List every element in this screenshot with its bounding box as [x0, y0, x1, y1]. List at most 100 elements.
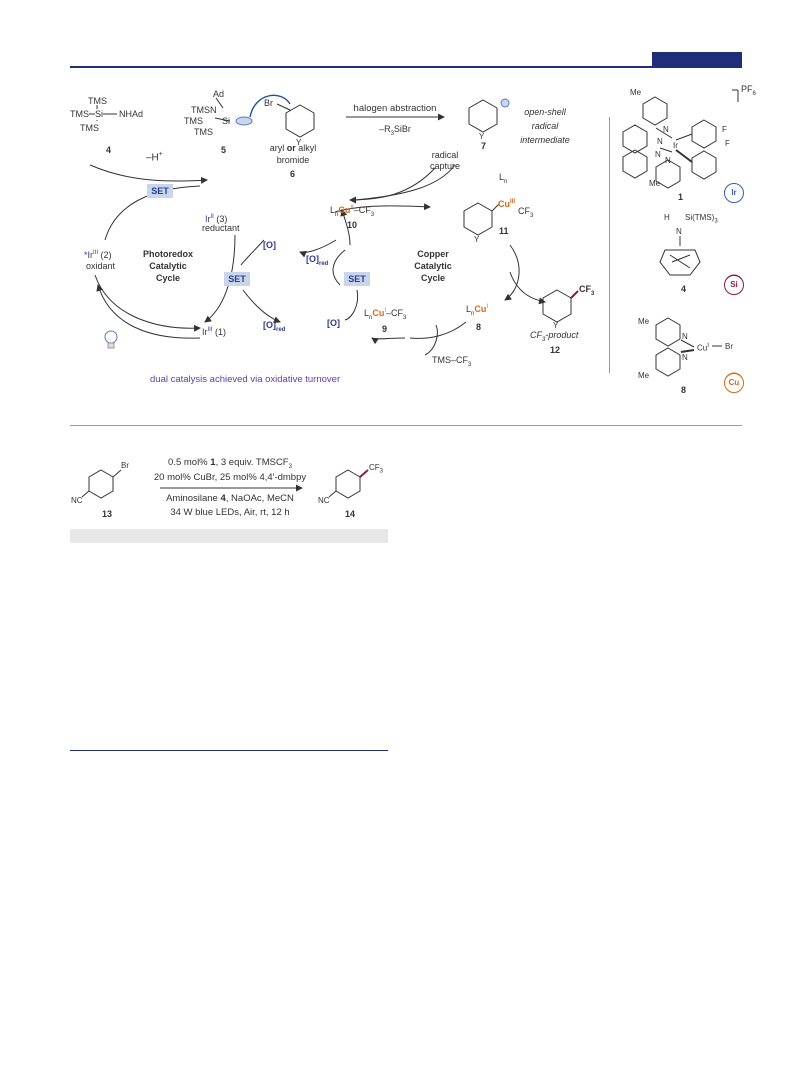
minus-h: –H+	[146, 149, 163, 163]
minus-h-sup: +	[158, 151, 163, 158]
c8-ox: I	[486, 304, 489, 310]
ir3-reductant: IrII (3)	[205, 212, 227, 225]
c12-cf3-text: CF	[579, 284, 591, 294]
cu-badge: Cu	[724, 373, 744, 393]
ir3-sup: II	[210, 214, 214, 220]
halogen-abstraction-label: halogen abstraction	[353, 103, 437, 114]
radical-capture-line1: radical	[431, 150, 459, 160]
cond3-b: 4	[220, 493, 226, 504]
ir1-ir: Ir	[202, 327, 208, 337]
cu-n2: N	[682, 353, 688, 362]
c4-tms-bottom: TMS	[80, 123, 99, 133]
copper-ox: [O]	[327, 318, 340, 328]
c4-tms-left: TMS	[70, 109, 89, 119]
c11-cf3: CF3	[518, 206, 533, 222]
cu-me-top: Me	[638, 317, 650, 326]
r3sibr-sub: 3	[390, 130, 394, 137]
c10-cf3: –CF	[353, 205, 371, 215]
ir-me-top: Me	[630, 88, 642, 97]
c5-tms: TMS	[184, 116, 203, 126]
pf6-sub: 6	[752, 90, 756, 97]
c4-nhad: NHAd	[119, 109, 144, 119]
ir3-ir: Ir	[205, 214, 211, 224]
tms-cf3-text: TMS–CF	[432, 355, 468, 365]
cu-n1: N	[682, 332, 688, 341]
header-rule	[70, 66, 742, 68]
dual-catalysis-caption: dual catalysis achieved via oxidative tu…	[150, 374, 341, 385]
c11-cu-text: Cu	[498, 199, 510, 209]
c11-l: L	[499, 172, 505, 182]
product-cf3: CF3	[369, 462, 383, 478]
cat4-label: 4	[681, 284, 687, 294]
set-box-3: SET	[344, 272, 370, 286]
c4-si: Si	[95, 109, 104, 120]
copper-line1: Copper	[417, 249, 449, 259]
conditions-line1: 0.5 mol% 1, 3 equiv. TMSCF3	[145, 457, 315, 473]
r3sibr-sibr: SiBr	[393, 124, 411, 134]
section-rule	[70, 425, 742, 426]
c10-ox: II	[350, 205, 354, 211]
c6-br: Br	[264, 98, 273, 108]
substrate-br: Br	[121, 461, 129, 470]
ir-n3: N	[655, 150, 661, 159]
photoredox-line1: Photoredox	[142, 249, 193, 259]
c12-cf3: CF3	[579, 284, 594, 300]
si-n: N	[676, 227, 682, 236]
ir-excited-sup: III	[93, 250, 99, 256]
product-cf3-text: CF	[369, 463, 380, 472]
set-box-2: SET	[224, 272, 250, 286]
cat8-label: 8	[681, 385, 687, 395]
reductant-label: reductant	[202, 223, 240, 233]
c11-cu: CuIII	[498, 197, 515, 210]
photoredox-ored: [O]red	[263, 320, 285, 336]
cond1-a: 0.5 mol%	[168, 457, 211, 468]
conditions-line3: Aminosilane 4, NaOAc, MeCN	[145, 493, 315, 504]
c8-cu: Cu	[474, 304, 487, 314]
c6-y: Y	[296, 138, 302, 147]
cu-center-ox: I	[707, 343, 709, 349]
c5-si: Si	[222, 116, 231, 126]
c7-y: Y	[479, 132, 485, 141]
cond3-a: Aminosilane	[166, 493, 221, 504]
c9-cu: Cu	[372, 308, 385, 318]
ir-center: Ir	[673, 141, 678, 150]
c8-complex: LnCuI	[466, 302, 488, 320]
header-tab	[652, 52, 742, 66]
ir3-num: (3)	[213, 214, 228, 224]
c10-cf3-sub: 3	[370, 211, 375, 218]
c6-or: or	[286, 143, 296, 153]
si-tms-sub: 3	[714, 218, 718, 225]
c10-l: L	[330, 205, 336, 215]
ir-f2: F	[725, 139, 730, 148]
copper-ored-o: [O]	[306, 254, 319, 264]
c9-ox: I	[384, 308, 387, 314]
ir-badge: Ir	[724, 183, 744, 203]
cat1-label: 1	[678, 192, 684, 202]
c10-complex: LnCuII–CF3	[330, 203, 374, 221]
ir-me-bottom: Me	[649, 179, 661, 188]
open-shell-line1: open-shell	[524, 107, 566, 117]
c4-tms-top: TMS	[88, 96, 107, 106]
copper-ored-sub: red	[319, 260, 329, 267]
c8-label: 8	[476, 322, 482, 332]
c6-label: 6	[290, 169, 296, 179]
tms-cf3: TMS–CF3	[432, 355, 471, 371]
c12-product: CF3-product	[530, 330, 578, 346]
conditions-line4: 34 W blue LEDs, Air, rt, 12 h	[170, 507, 290, 518]
c10-label: 10	[347, 220, 358, 230]
c10-cu: Cu	[338, 205, 351, 215]
set-box-1: SET	[147, 184, 173, 198]
c11-y: Y	[474, 235, 480, 244]
c6-desc-line2: bromide	[276, 155, 310, 165]
ir1-sup: III	[207, 327, 213, 333]
cu-br: Br	[725, 342, 733, 351]
c11-cf3-text: CF	[518, 206, 530, 216]
product-nc: NC	[318, 496, 330, 505]
open-shell-line2: radical	[531, 121, 559, 131]
c11-ox: III	[510, 199, 516, 205]
ored-sub: red	[276, 326, 286, 333]
copper-line2: Catalytic	[414, 261, 452, 271]
ir-n2: N	[657, 137, 663, 146]
c10-n: n	[335, 211, 339, 218]
ir-excited-ir: *Ir	[84, 250, 93, 260]
